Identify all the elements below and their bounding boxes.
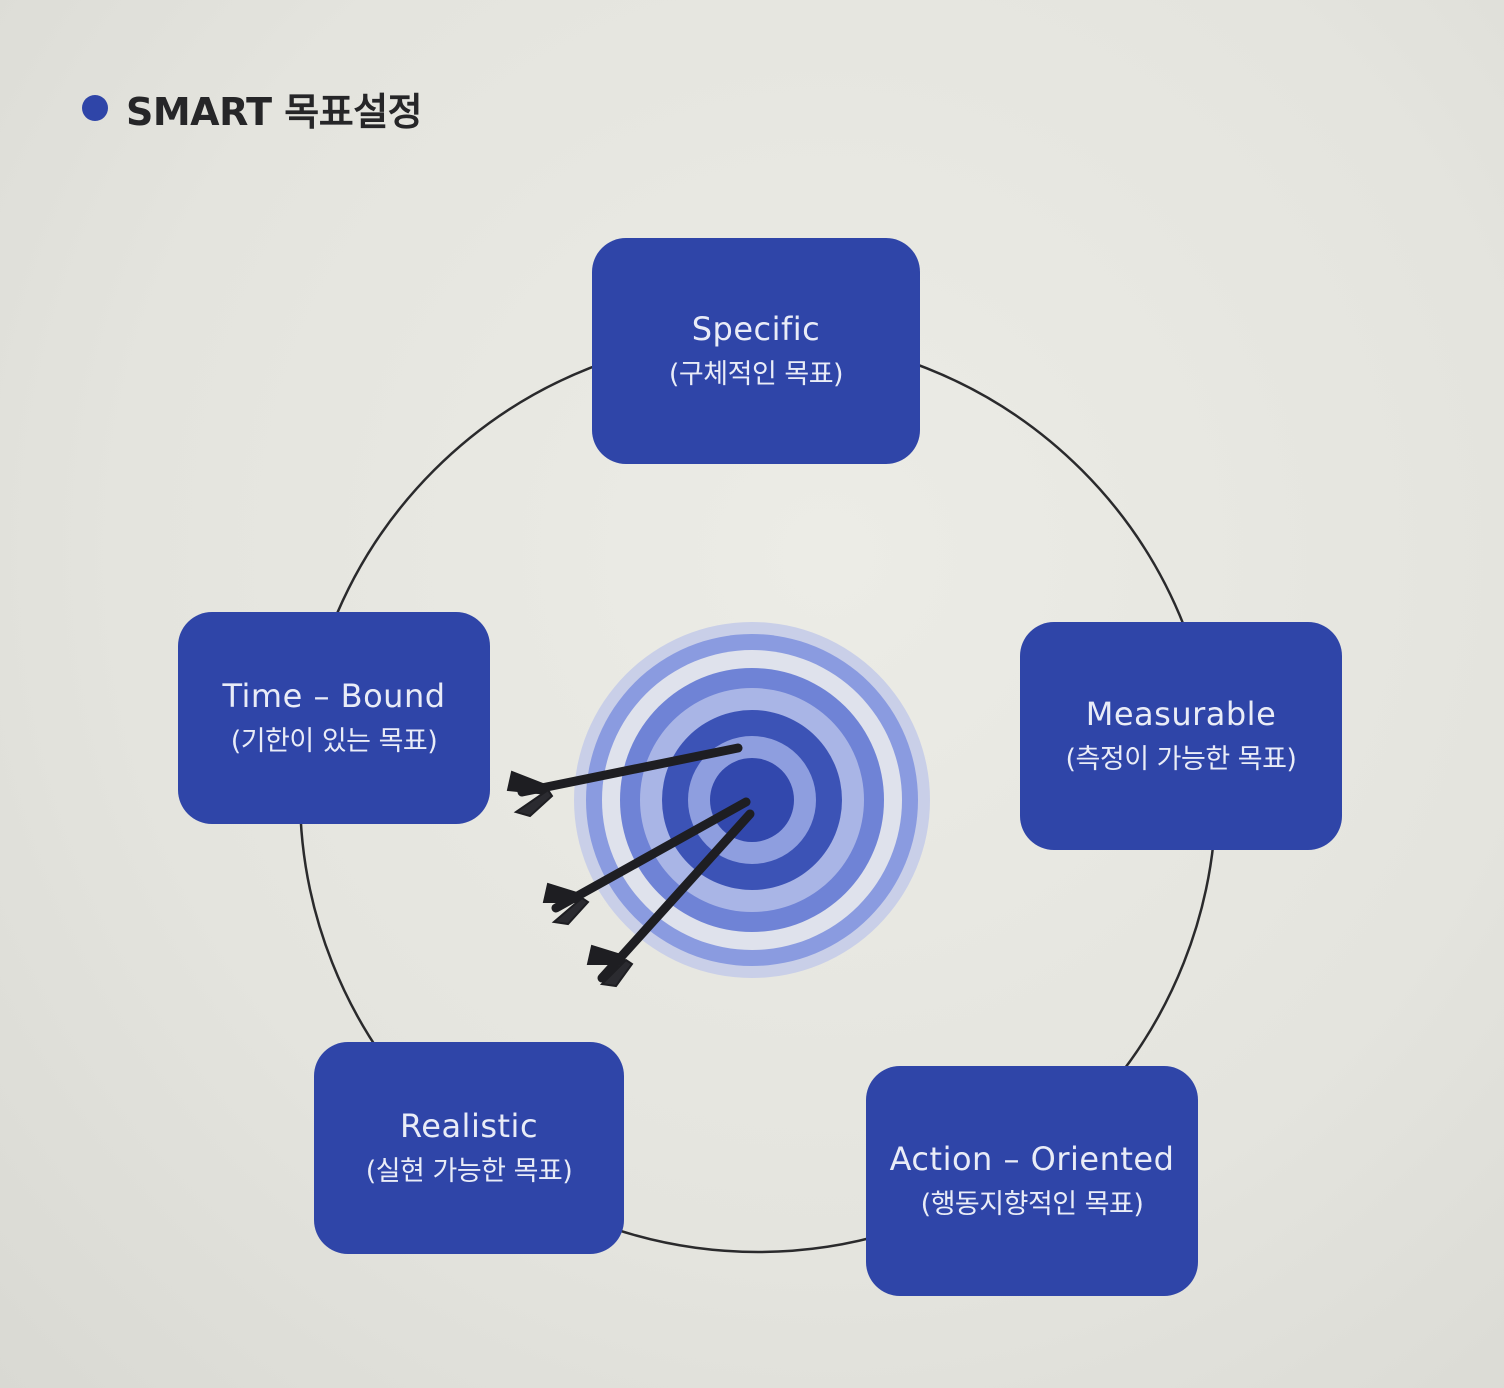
node-measurable-title: Measurable xyxy=(1085,695,1277,733)
node-time-bound-title: Time – Bound xyxy=(222,677,446,715)
target-icon xyxy=(574,622,930,978)
node-measurable: Measurable (측정이 가능한 목표) xyxy=(1020,622,1342,850)
node-action-oriented: Action – Oriented (행동지향적인 목표) xyxy=(866,1066,1198,1296)
node-realistic-subtitle: (실현 가능한 목표) xyxy=(365,1156,573,1187)
diagram-title: SMART 목표설정 xyxy=(126,89,423,134)
dart-arrow-1 xyxy=(506,743,743,818)
dart-arrow-2 xyxy=(542,797,751,926)
target-bullseye xyxy=(710,758,794,842)
node-measurable-subtitle: (측정이 가능한 목표) xyxy=(1065,744,1297,775)
node-action-oriented-title: Action – Oriented xyxy=(889,1140,1175,1178)
node-action-oriented-subtitle: (행동지향적인 목표) xyxy=(920,1189,1144,1220)
dart-arrow-3 xyxy=(586,809,755,988)
node-specific-title: Specific xyxy=(691,310,821,348)
bullet-dot-icon xyxy=(82,95,108,121)
node-time-bound: Time – Bound (기한이 있는 목표) xyxy=(178,612,490,824)
node-time-bound-subtitle: (기한이 있는 목표) xyxy=(230,726,438,757)
node-specific-subtitle: (구체적인 목표) xyxy=(668,359,844,390)
diagram-heading: SMART 목표설정 xyxy=(82,80,423,136)
node-specific: Specific (구체적인 목표) xyxy=(592,238,920,464)
node-realistic: Realistic (실현 가능한 목표) xyxy=(314,1042,624,1254)
node-realistic-title: Realistic xyxy=(399,1107,539,1145)
dart-arrow-icon xyxy=(506,743,755,988)
